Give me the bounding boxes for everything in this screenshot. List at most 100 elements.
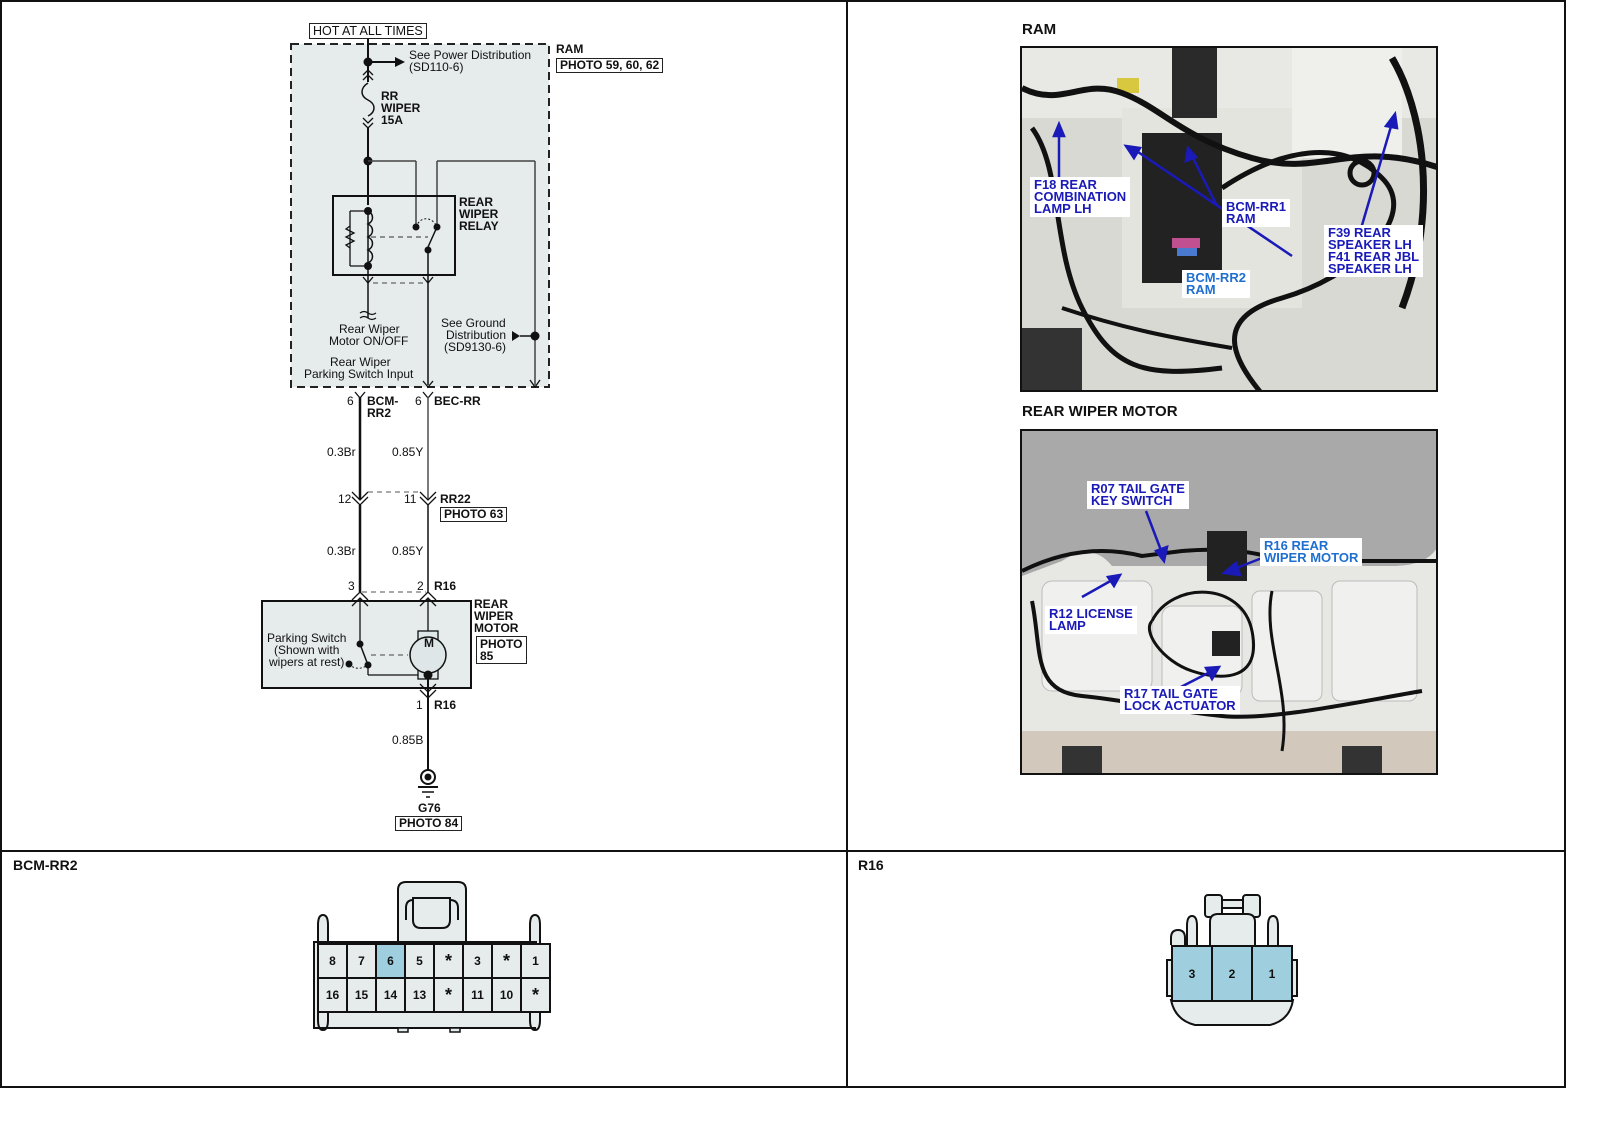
parking-switch-label-3: wipers at rest) [269, 655, 345, 669]
power-source-label: HOT AT ALL TIMES [309, 23, 427, 39]
ground-ref-line1: See Ground [441, 316, 506, 330]
fuse-label-1: RR [381, 89, 399, 103]
motor-label-3: MOTOR [474, 621, 519, 635]
rr22-photo-ref[interactable]: PHOTO 63 [440, 507, 508, 522]
pin-cell: 14 [377, 979, 404, 1011]
pin-cell: 3 [464, 945, 491, 977]
fuse-label-2: WIPER [381, 101, 421, 115]
r16-connector-outline [1166, 894, 1298, 1026]
relay-label-3: RELAY [459, 219, 499, 233]
unused-pin-cell: * [522, 979, 549, 1011]
ram-photo-title: RAM [1022, 21, 1057, 38]
callout-f39-f41: F39 REAR SPEAKER LH F41 REAR JBL SPEAKER… [1324, 225, 1424, 277]
wire-continues-icon [359, 310, 377, 321]
power-ref-line1: See Power Distribution [409, 48, 532, 62]
pin-cell: 5 [406, 945, 433, 977]
motor-photo-image [1022, 431, 1436, 773]
motor-label-2: WIPER [474, 609, 514, 623]
wire-spec-ground: 0.85B [392, 733, 424, 747]
page-frame [0, 0, 1566, 1088]
bcm-rr2-name-1: BCM- [367, 394, 399, 408]
relay-label-2: WIPER [459, 207, 499, 221]
callout-bcm-rr1: BCM-RR1 RAM [1222, 199, 1290, 227]
callout-r07: R07 TAIL GATE KEY SWITCH [1087, 481, 1189, 509]
relay-label-1: REAR [459, 195, 494, 209]
r16-pin-1: 1 [416, 698, 423, 712]
pin-cell: 16 [319, 979, 346, 1011]
module-name: RAM [556, 42, 584, 56]
r16-pin-3: 3 [348, 579, 355, 593]
callout-bcm-rr2: BCM-RR2 RAM [1182, 270, 1250, 298]
pin-cell: 2 [1213, 947, 1251, 1000]
rr22-pin-left: 12 [338, 492, 352, 506]
ground-ref-line2: Distribution [446, 328, 507, 342]
wire-spec-right-2: 0.85Y [392, 544, 424, 558]
pin-cell: 8 [319, 945, 346, 977]
callout-r16: R16 REAR WIPER MOTOR [1260, 538, 1363, 566]
bec-rr-pin: 6 [415, 394, 422, 408]
callout-r17: R17 TAIL GATE LOCK ACTUATOR [1120, 686, 1240, 714]
wire-spec-right-1: 0.85Y [392, 445, 424, 459]
schematic-lines [261, 38, 550, 798]
pin-cell: 1 [1253, 947, 1291, 1000]
callout-r12: R12 LICENSE LAMP [1045, 606, 1137, 634]
motor-photo: R07 TAIL GATE KEY SWITCH R16 REAR WIPER … [1020, 429, 1438, 775]
unused-pin-cell: * [435, 945, 462, 977]
relay-switch-icon [427, 226, 438, 248]
parking-input-label-1: Rear Wiper [330, 355, 391, 369]
callout-arrows [1081, 510, 1263, 691]
bcm-rr2-connector-title: BCM-RR2 [13, 857, 78, 873]
pin-cell: 13 [406, 979, 433, 1011]
r16-name-bottom: R16 [434, 698, 457, 712]
rr22-name: RR22 [440, 492, 471, 506]
bcm-rr2-name-2: RR2 [367, 406, 392, 420]
ground-name: G76 [418, 801, 441, 815]
callout-f18: F18 REAR COMBINATION LAMP LH [1030, 177, 1131, 217]
fuse-icon [361, 82, 375, 117]
wire-spec-left-1: 0.3Br [327, 445, 356, 459]
ground-ref-arrow-icon [512, 331, 520, 341]
r16-connector-title: R16 [858, 857, 884, 873]
bcm-rr2-pin: 6 [347, 394, 354, 408]
fuse-rating: 15A [381, 113, 404, 127]
pin-cell: 15 [348, 979, 375, 1011]
module-photo-ref[interactable]: PHOTO 59, 60, 62 [556, 58, 664, 73]
unused-pin-cell: * [435, 979, 462, 1011]
motor-symbol-label: M [424, 636, 434, 650]
parking-switch-label-1: Parking Switch [267, 631, 347, 645]
pin-cell: 11 [464, 979, 491, 1011]
motor-photo-title: REAR WIPER MOTOR [1022, 403, 1178, 420]
motor-label-1: REAR [474, 597, 509, 611]
motor-photo-ref[interactable]: PHOTO 85 [476, 636, 527, 664]
relay-box [332, 195, 456, 276]
bec-rr-name: BEC-RR [434, 394, 481, 408]
ground-photo-ref[interactable]: PHOTO 84 [395, 816, 463, 831]
motor-onoff-label-1: Rear Wiper [339, 322, 400, 336]
parking-input-label-2: Parking Switch Input [304, 367, 414, 381]
pin-cell: 3 [1173, 947, 1211, 1000]
rr22-pin-right: 11 [404, 492, 417, 506]
ram-photo: F18 REAR COMBINATION LAMP LH BCM-RR1 RAM… [1020, 46, 1438, 392]
parking-switch-label-2: (Shown with [274, 643, 340, 657]
r16-pin-2: 2 [417, 579, 424, 593]
relay-coil-icon [366, 210, 374, 264]
motor-onoff-label-2: Motor ON/OFF [329, 334, 409, 348]
unused-pin-cell: * [493, 945, 520, 977]
pin-cell: 1 [522, 945, 549, 977]
callout-arrows [1052, 110, 1399, 258]
motor-photo-ref-line1: PHOTO [480, 637, 523, 651]
ground-ref-line3[interactable]: (SD9130-6) [444, 340, 507, 354]
parking-switch-icon [359, 643, 369, 666]
r16-name-top: R16 [434, 579, 457, 593]
power-ref-arrow-icon [395, 57, 405, 67]
pin-cell: 6 [377, 945, 404, 977]
pin-cell: 7 [348, 945, 375, 977]
ground-icon [418, 769, 438, 798]
power-ref-line2[interactable]: (SD110-6) [409, 60, 464, 74]
pin-cell: 10 [493, 979, 520, 1011]
resistor-icon [344, 225, 356, 249]
